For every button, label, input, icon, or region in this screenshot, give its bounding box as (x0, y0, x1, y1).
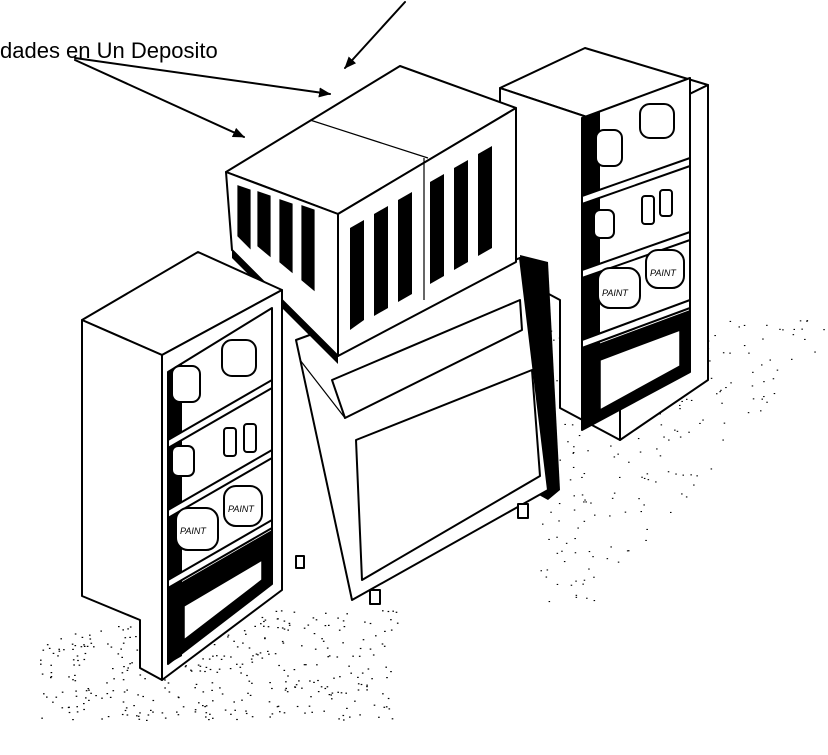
arrow-to-front-unit (74, 59, 245, 138)
caption-label: dades en Un Deposito (0, 38, 218, 63)
right-can-label-1: PAINT (602, 288, 629, 298)
arrow-to-top-unit (74, 57, 331, 98)
right-storage-cabinet: PAINT PAINT (499, 47, 709, 441)
callout-arrows (74, 1, 406, 138)
arrow-top (344, 1, 406, 69)
left-can-label-2: PAINT (228, 504, 255, 514)
right-can-label-2: PAINT (650, 268, 677, 278)
left-storage-cabinet: PAINT PAINT (81, 251, 283, 681)
left-can-label-1: PAINT (180, 526, 207, 536)
